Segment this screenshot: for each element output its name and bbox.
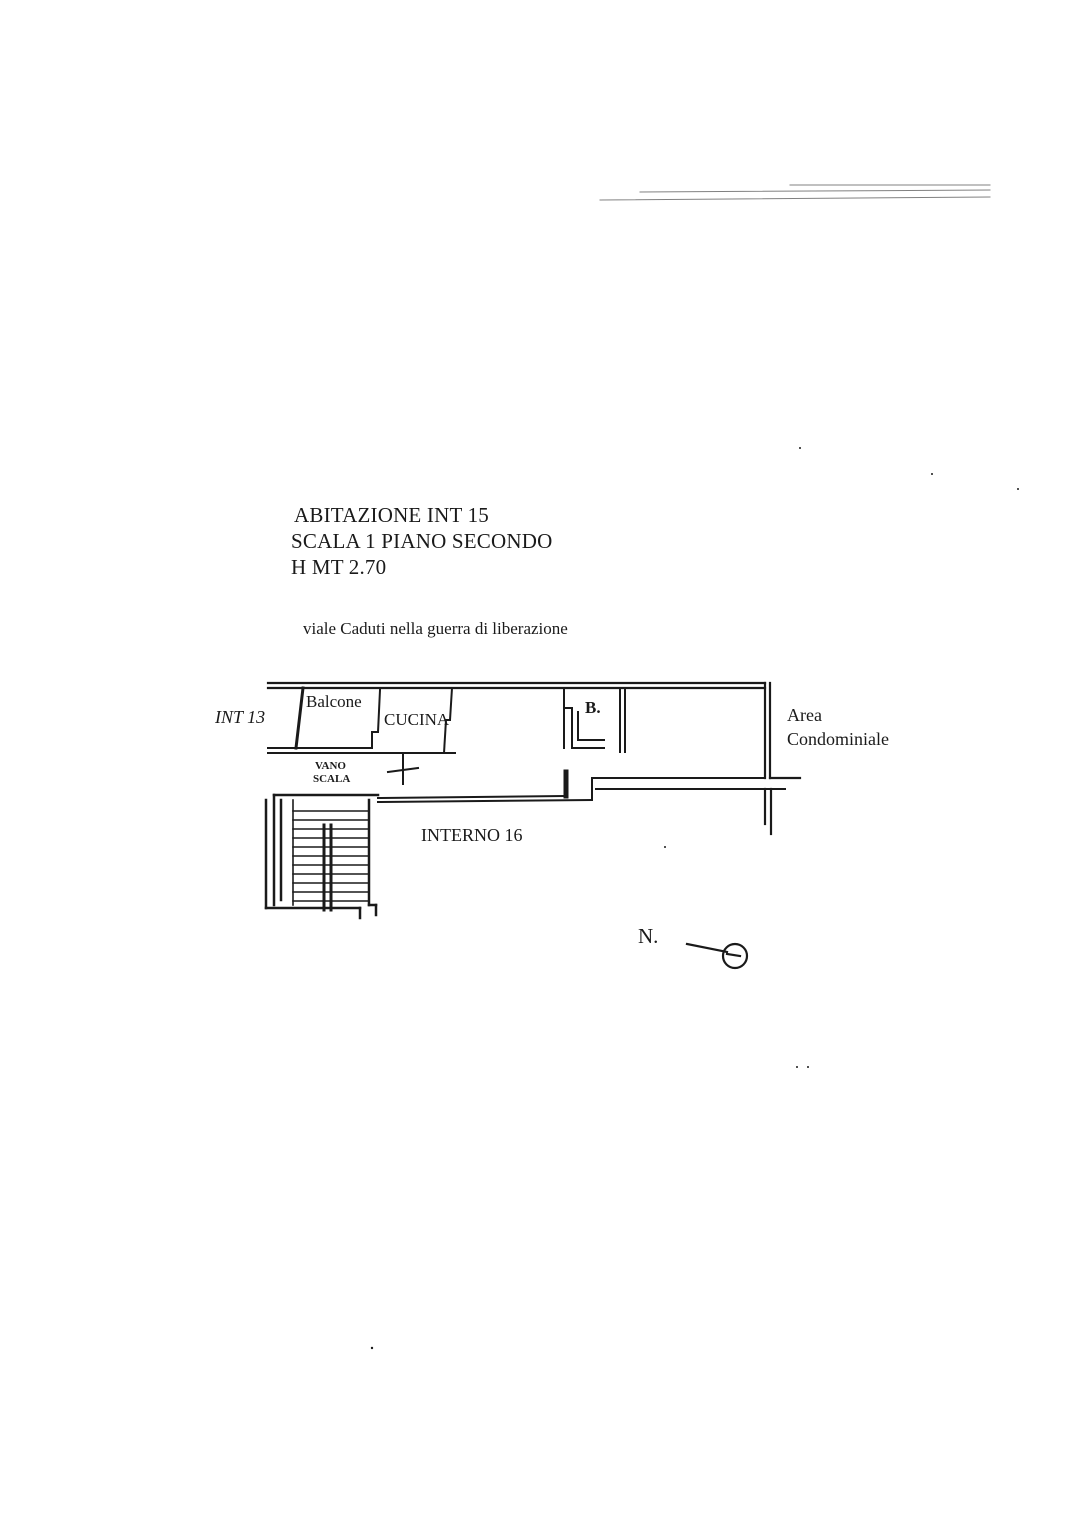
label-north: N.	[638, 924, 659, 948]
label-balcone: Balcone	[306, 692, 362, 711]
cucina-right-wall	[442, 686, 454, 755]
label-vano: VANO	[315, 760, 346, 772]
right-wall	[763, 681, 802, 780]
right-stub-walls	[763, 787, 773, 836]
stairwell-frame	[264, 793, 380, 920]
title-line-1: ABITAZIONE INT 15	[294, 503, 489, 527]
balcone-bottom	[267, 688, 456, 754]
title-line-2: SCALA 1 PIANO SECONDO	[291, 529, 553, 553]
street-label: viale Caduti nella guerra di liberazione	[303, 619, 568, 638]
label-cucina: CUCINA	[384, 710, 450, 729]
scan-artifact-lines	[599, 184, 991, 201]
top-wall	[266, 681, 767, 690]
label-condominiale: Condominiale	[787, 729, 889, 749]
balcone-left-wall	[294, 686, 305, 750]
label-area: Area	[787, 705, 822, 725]
label-bagno: B.	[585, 698, 601, 717]
label-int-13: INT 13	[215, 707, 266, 727]
label-interno-16: INTERNO 16	[421, 825, 523, 845]
title-line-3: H MT 2.70	[291, 555, 387, 579]
scan-dust	[370, 447, 1019, 1350]
corridor-walls	[376, 769, 786, 804]
stair-handrail	[322, 823, 333, 912]
bathroom-walls	[563, 687, 626, 753]
label-scala: SCALA	[313, 773, 351, 785]
north-arrow-icon	[685, 942, 749, 970]
vano-scala-door	[386, 752, 420, 785]
